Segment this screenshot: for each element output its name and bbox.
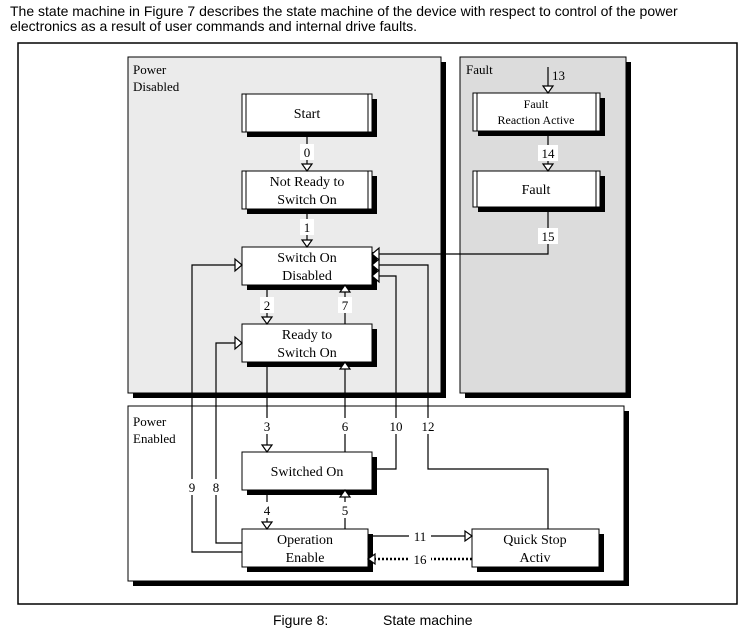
state-fault-reaction-active: Fault Reaction Active	[472, 92, 605, 136]
transition-label-7: 7	[342, 298, 349, 313]
transition-label-13: 13	[552, 68, 565, 83]
arrow-9	[191, 264, 242, 553]
state-ready-line2: Switch On	[277, 346, 337, 361]
state-ready-line1: Ready to	[282, 328, 332, 343]
state-switch-on-disabled: Switch On Disabled	[241, 246, 377, 290]
state-ready-to-switch-on: Ready to Switch On	[241, 323, 377, 367]
state-switched-on: Switched On	[241, 451, 377, 495]
state-start-label: Start	[294, 107, 321, 122]
state-switch-on-disabled-line2: Disabled	[282, 269, 332, 284]
state-not-ready-line2: Switch On	[277, 193, 337, 208]
arrow-15	[377, 207, 549, 255]
transition-label-8: 8	[213, 480, 220, 495]
transition-label-3: 3	[264, 419, 271, 434]
transition-label-5: 5	[342, 503, 349, 518]
transition-label-1: 1	[304, 220, 311, 235]
state-start: Start	[241, 93, 377, 137]
transition-label-9: 9	[189, 480, 196, 495]
transition-label-15: 15	[542, 229, 555, 244]
transition-label-14: 14	[542, 146, 556, 161]
state-fault-reaction-line2: Reaction Active	[498, 113, 575, 127]
region-power-enabled-line2: Enabled	[133, 431, 176, 446]
figure-caption-title: State machine	[383, 612, 473, 628]
region-fault-label: Fault	[466, 62, 493, 77]
state-not-ready-line1: Not Ready to	[270, 175, 345, 190]
state-switched-on-label: Switched On	[271, 465, 344, 480]
arrow-10	[372, 275, 397, 470]
state-operation-enable-line2: Enable	[286, 551, 325, 566]
state-fault-label: Fault	[522, 183, 551, 198]
intro-text: The state machine in Figure 7 describes …	[10, 3, 678, 34]
region-power-disabled-line1: Power	[133, 62, 167, 77]
state-operation-enable: Operation Enable	[241, 528, 373, 572]
transition-label-6: 6	[342, 419, 349, 434]
transition-label-10: 10	[390, 419, 403, 434]
arrow-12	[377, 264, 549, 529]
state-quick-stop-line1: Quick Stop	[503, 533, 566, 548]
transition-labels: 0 1 2 7 3 6 4 5 8 9 10 12 15 14	[185, 68, 565, 567]
state-switch-on-disabled-line1: Switch On	[277, 251, 337, 266]
transition-label-0: 0	[304, 145, 311, 160]
transition-label-11: 11	[414, 529, 427, 544]
state-quick-stop-activ: Quick Stop Activ	[471, 528, 604, 572]
transition-label-16: 16	[414, 552, 428, 567]
state-operation-enable-line1: Operation	[277, 533, 333, 548]
state-not-ready-to-switch-on: Not Ready to Switch On	[241, 170, 377, 214]
transition-label-2: 2	[264, 298, 271, 313]
transition-label-4: 4	[264, 503, 271, 518]
state-fault: Fault	[472, 170, 605, 212]
state-quick-stop-line2: Activ	[519, 551, 550, 566]
transition-arrows	[191, 67, 555, 566]
state-fault-reaction-line1: Fault	[524, 97, 549, 111]
outer-frame	[17, 42, 738, 605]
figure-caption-label: Figure 8:	[273, 612, 329, 628]
region-power-disabled-line2: Disabled	[133, 79, 180, 94]
transition-label-12: 12	[422, 419, 435, 434]
region-power-enabled-line1: Power	[133, 414, 167, 429]
arrow-8	[215, 342, 242, 544]
